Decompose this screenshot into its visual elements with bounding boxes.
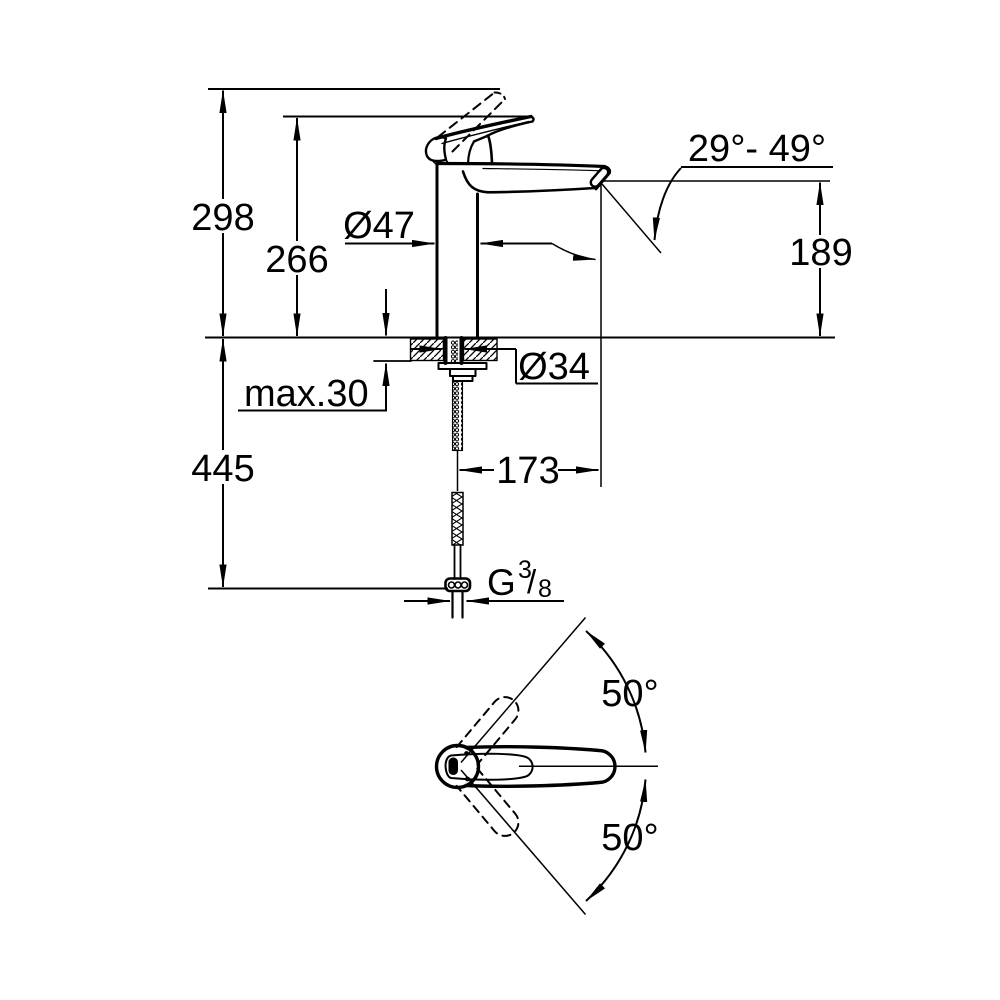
swing-arm-lower xyxy=(460,769,587,915)
handle-dot-upper xyxy=(464,751,469,756)
dim-label-spout-projection: 173 xyxy=(496,450,559,492)
d34-leader xyxy=(515,349,598,385)
faucet-front-view xyxy=(424,91,612,339)
handle-underside xyxy=(472,120,534,143)
aerator-outline xyxy=(589,166,610,188)
label-mask-298 xyxy=(195,199,251,233)
handle-dashed-down-position xyxy=(455,767,520,837)
swing-arc-lower xyxy=(585,779,648,902)
handle-top-view: 50° 50° xyxy=(434,617,659,915)
spout-end-face xyxy=(594,165,612,191)
dim-label-swing-up: 50° xyxy=(601,673,658,715)
thread-size-label: G 3 / 8 xyxy=(487,556,552,603)
dashed-handle-line-2 xyxy=(451,98,506,153)
jet-swing-arc xyxy=(551,242,596,261)
mounting-hardware xyxy=(373,336,498,619)
label-mask-266 xyxy=(269,241,325,275)
hose-connector-nut xyxy=(444,577,472,593)
dim-label-hose-length: 445 xyxy=(191,448,254,490)
dimensions: 298 266 Ø47 29°- 49° 189 max.30 Ø34 445 … xyxy=(191,90,853,605)
connector-knurl-1 xyxy=(447,581,456,589)
handle-lever-outline xyxy=(464,745,617,788)
cartridge-slot-mark xyxy=(448,757,458,775)
dashed-handle-line-1 xyxy=(437,91,496,138)
knob-foot-lines xyxy=(432,158,450,165)
handle-dashed-up-position xyxy=(455,696,520,766)
handle-top-edge xyxy=(434,114,533,141)
spout-underside xyxy=(461,170,597,194)
label-mask-445 xyxy=(195,450,251,484)
handle-cap xyxy=(434,743,481,790)
mounting-nut-step xyxy=(452,375,474,382)
handle-lever-inner-outline xyxy=(444,752,534,781)
dim-label-max-thickness: max.30 xyxy=(244,373,369,415)
hose-thin-tube xyxy=(453,544,462,580)
dim-label-overall-height: 298 xyxy=(191,197,254,239)
spout-top-edge xyxy=(435,161,607,169)
thread-prefix: G xyxy=(487,562,516,603)
connector-end-tube xyxy=(451,589,464,619)
spout-top-inner-line xyxy=(482,167,602,172)
handle-raised-dashed xyxy=(437,91,506,153)
dim-label-swing-down: 50° xyxy=(601,817,658,859)
dim-label-hole-diameter: Ø34 xyxy=(518,346,590,388)
flexible-hose-braid xyxy=(451,491,464,546)
handle-neck-left-edge xyxy=(466,140,476,165)
dashed-handle-tip xyxy=(493,91,506,100)
angle-arc xyxy=(652,167,682,241)
connector-knurl-2 xyxy=(454,581,462,589)
handle-dot-lower xyxy=(465,776,470,782)
water-jet-line xyxy=(601,183,662,254)
handle-neck-right-edge xyxy=(486,134,494,165)
threaded-rod xyxy=(451,380,464,452)
thread-numerator: 3 xyxy=(518,556,532,584)
mounting-nut xyxy=(449,368,477,377)
threaded-rod-in-shank xyxy=(449,340,458,363)
connector-knurl-3 xyxy=(460,581,469,589)
reference-lines xyxy=(205,88,835,590)
thread-slash: / xyxy=(527,563,537,600)
dim-label-angle-range: 29°- 49° xyxy=(688,128,826,170)
dim-label-outlet-height: 189 xyxy=(789,232,852,274)
dim-label-height-to-spout: 266 xyxy=(265,239,328,281)
shank-walls xyxy=(443,336,464,365)
dim-label-base-diameter: Ø47 xyxy=(343,205,415,247)
label-mask-189 xyxy=(793,235,848,268)
handle-front-knob xyxy=(424,136,448,163)
swing-arm-upper xyxy=(460,617,587,763)
swing-arc-upper xyxy=(585,630,648,753)
thread-denominator: 8 xyxy=(538,575,552,603)
